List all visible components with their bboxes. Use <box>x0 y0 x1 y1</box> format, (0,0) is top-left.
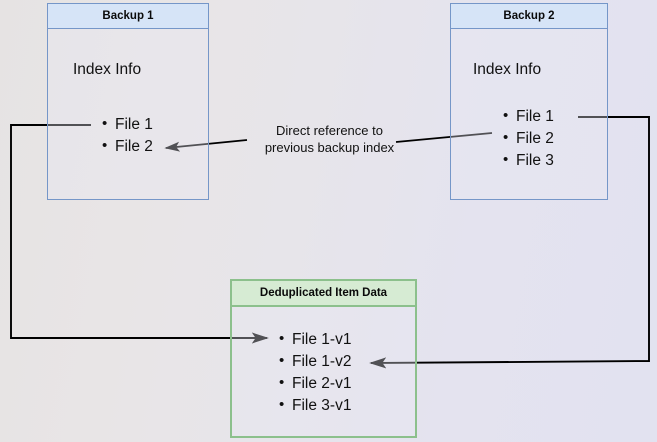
node-deduplicated-item-data[interactable]: Deduplicated Item Data File 1-v1 File 1-… <box>230 279 417 438</box>
node-backup-1[interactable]: Backup 1 Index Info File 1 File 2 <box>47 3 209 200</box>
list-item: File 2 <box>503 127 554 150</box>
edge-label-line-1: Direct reference to <box>276 123 383 138</box>
node-dedup-body: File 1-v1 File 1-v2 File 2-v1 File 3-v1 <box>232 307 415 436</box>
backup-1-index-info-label: Index Info <box>73 61 142 78</box>
edge-label-line-2: previous backup index <box>264 140 395 155</box>
node-backup-2-header: Backup 2 <box>451 4 607 29</box>
list-item: File 1-v2 <box>279 350 352 373</box>
list-item: File 3-v1 <box>279 394 352 417</box>
list-item: File 1 <box>102 113 153 136</box>
backup-2-file-list: File 1 File 2 File 3 <box>498 105 554 172</box>
backup-2-index-info-label: Index Info <box>473 61 542 78</box>
list-item: File 2 <box>102 135 153 158</box>
dedup-file-list: File 1-v1 File 1-v2 File 2-v1 File 3-v1 <box>274 328 352 417</box>
node-dedup-header: Deduplicated Item Data <box>232 281 415 307</box>
node-backup-1-header: Backup 1 <box>48 4 208 29</box>
list-item: File 1-v1 <box>279 328 352 351</box>
edge-label-direct-reference: Direct reference to previous backup inde… <box>252 122 407 156</box>
node-backup-1-body: Index Info File 1 File 2 <box>48 29 208 199</box>
node-backup-2[interactable]: Backup 2 Index Info File 1 File 2 File 3 <box>450 3 608 200</box>
list-item: File 2-v1 <box>279 372 352 395</box>
list-item: File 1 <box>503 105 554 128</box>
list-item: File 3 <box>503 149 554 172</box>
node-backup-2-body: Index Info File 1 File 2 File 3 <box>451 29 607 199</box>
backup-1-file-list: File 1 File 2 <box>97 113 153 158</box>
